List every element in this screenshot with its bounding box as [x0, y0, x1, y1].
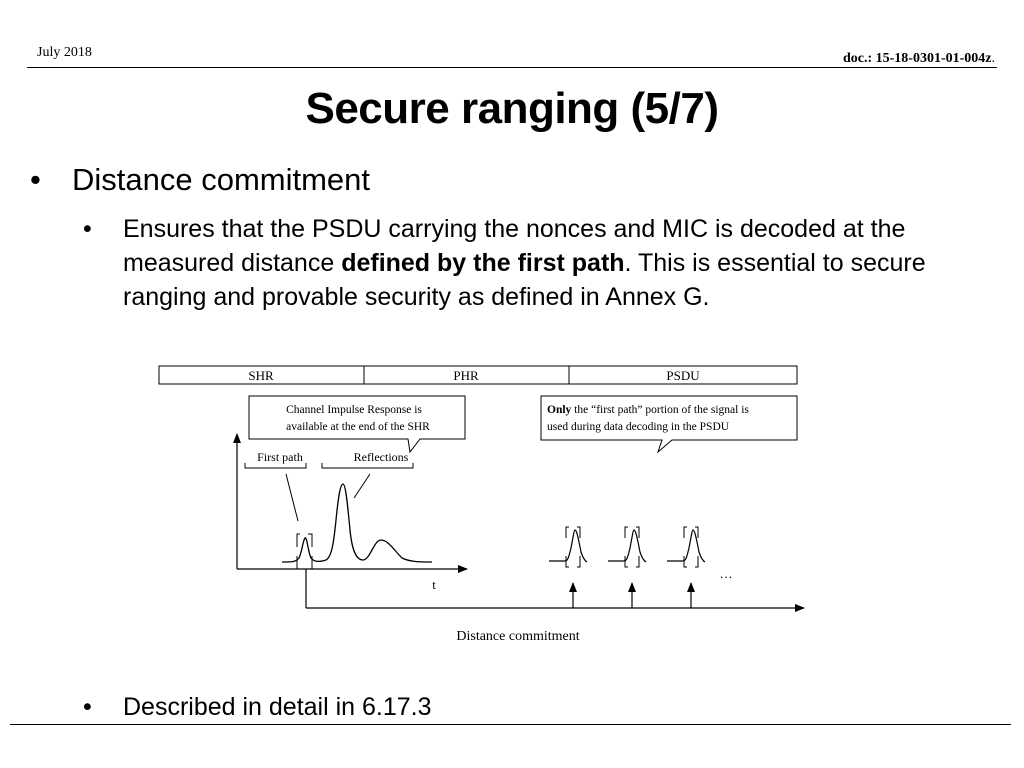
callout-bubble [540, 395, 798, 454]
callout-right-bold: Only [547, 404, 572, 416]
timeline: … Distance commitment [305, 566, 805, 644]
distance-commitment-label: Distance commitment [456, 629, 579, 644]
header-doc-id: doc.: 15-18-0301-01-004z. [843, 51, 995, 67]
callout-right-line2: used during data decoding in the PSDU [547, 421, 730, 433]
cir-waveform [281, 483, 433, 563]
doc-id-text: doc.: 15-18-0301-01-004z [842, 51, 992, 66]
psdu-pulse [667, 526, 706, 568]
field-phr: PHR [453, 368, 479, 383]
callout-cir-line1: Channel Impulse Response is [286, 404, 422, 416]
field-shr: SHR [248, 368, 274, 383]
first-path-brace [244, 463, 307, 469]
window-corner [308, 556, 313, 570]
psdu-pulse [549, 526, 588, 568]
cir-plot: t First path Reflections [233, 433, 468, 592]
bullet-text-bold: defined by the first path [341, 249, 625, 277]
callout-first-path-only: Only the “first path” portion of the sig… [540, 395, 798, 454]
pulse-window [683, 526, 699, 568]
pulse-waveform [667, 529, 706, 563]
first-path-label: First path [257, 450, 303, 464]
bullet-text: Ensures that the PSDU carrying the nonce… [123, 212, 1003, 314]
pulse-window [565, 526, 581, 568]
bullet-text: Distance commitment [72, 162, 371, 197]
callout-cir-line2: available at the end of the SHR [286, 421, 430, 433]
header-date: July 2018 [37, 45, 92, 60]
psdu-pulses [549, 526, 706, 568]
bullet-text: Described in detail in 6.17.3 [123, 693, 432, 721]
pulse-waveform [549, 529, 588, 563]
window-corner [296, 533, 300, 547]
window-corner [296, 556, 300, 570]
ellipsis: … [720, 566, 733, 581]
bullet-glyph: • [83, 693, 92, 721]
psdu-pulse [608, 526, 647, 568]
reflections-brace [321, 463, 414, 469]
first-path-pointer [285, 473, 299, 522]
time-axis-label: t [432, 577, 436, 592]
callout-bubble [248, 395, 466, 454]
window-corner [308, 533, 313, 547]
reflections-label: Reflections [354, 450, 409, 464]
bullet-text-post: . This is essential to secure ranging an… [123, 249, 926, 311]
callout-cir: Channel Impulse Response is available at… [248, 395, 466, 454]
bullet-glyph: • [30, 162, 41, 197]
frame-box [158, 365, 798, 385]
reflections-pointer [353, 473, 371, 499]
slide-title: Secure ranging (5/7) [305, 84, 719, 133]
callout-right-line1-rest: the “first path” portion of the signal i… [571, 404, 749, 416]
pulse-waveform [608, 529, 647, 563]
field-psdu: PSDU [666, 368, 700, 383]
frame-structure: SHR PHR PSDU [158, 365, 798, 385]
doc-id-period: . [991, 51, 996, 66]
header-divider [27, 67, 997, 68]
callout-right-line1: Only the “first path” portion of the sig… [547, 404, 749, 416]
bullet-text-pre: Ensures that the PSDU carrying the nonce… [123, 215, 906, 277]
bullet-glyph: • [83, 215, 92, 243]
first-path-window [296, 533, 313, 570]
footer-divider [10, 724, 1011, 725]
pulse-window [624, 526, 640, 568]
